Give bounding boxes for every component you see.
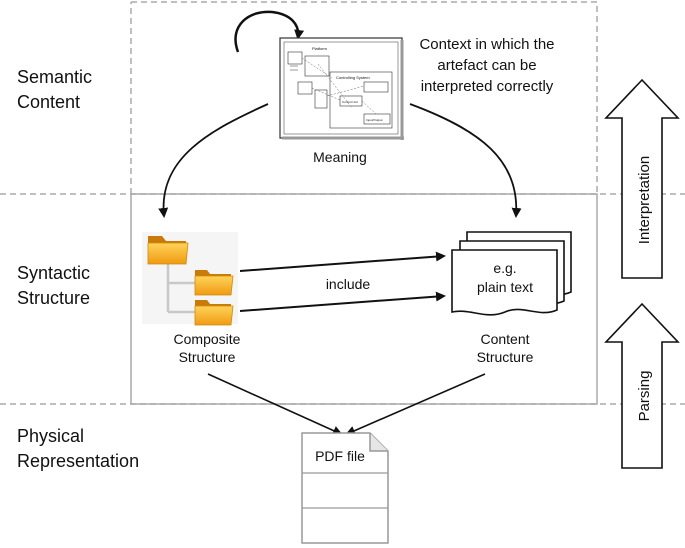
content-label-line1: Content [480,331,529,347]
thumb-label-io: Input/Output [366,118,383,122]
parsing-label: Parsing [636,371,653,422]
include-arrow-upper [239,251,446,272]
interpretation-label: Interpretation [636,156,653,244]
thumb-label-platform: Platform [312,46,328,51]
parsing-arrow [604,302,680,469]
syntactic-label-line1: Syntactic [17,263,90,283]
syntactic-label-line2: Structure [17,288,90,308]
thumb-label-control-unit: Control Unit [342,100,358,104]
content-label-line2: Structure [477,349,534,365]
doc-text-line1: e.g. [493,260,516,276]
pdf-label: PDF file [315,448,365,464]
meaning-to-composite-arrow [158,103,269,218]
include-label: include [326,276,371,292]
physical-label-line2: Representation [17,451,139,471]
pdf-file-icon [301,432,389,544]
context-note-line1: Context in which the [419,36,554,53]
composite-label-line2: Structure [179,349,236,365]
content-documents-icon [451,231,572,316]
semantic-label-line1: Semantic [17,67,92,87]
meaning-self-loop-arrow [234,10,305,53]
include-arrow-lower [239,291,446,312]
content-to-pdf-arrow [345,373,486,436]
semantic-box-outline [130,1,598,194]
interpretation-arrow [604,78,680,279]
root-folder-icon [147,236,189,265]
composite-label-line1: Composite [174,331,241,347]
child-folder-icon-2 [194,300,234,326]
physical-label-line1: Physical [17,426,84,446]
doc-text-line2: plain text [477,279,533,295]
semantic-label-line2: Content [17,92,80,112]
context-note-line3: interpreted correctly [421,78,554,95]
meaning-label: Meaning [313,149,367,165]
syntactic-box [130,193,598,405]
thumb-label-controlling-system: Controlling System [336,75,370,80]
meaning-thumbnail: Platform Controlling System Control Unit… [279,37,404,140]
meaning-to-content-arrow [409,103,522,218]
composite-to-pdf-arrow [207,373,343,436]
composite-structure-folders [142,232,238,326]
child-folder-icon-1 [194,270,234,296]
context-note-line2: artefact can be [437,57,536,74]
